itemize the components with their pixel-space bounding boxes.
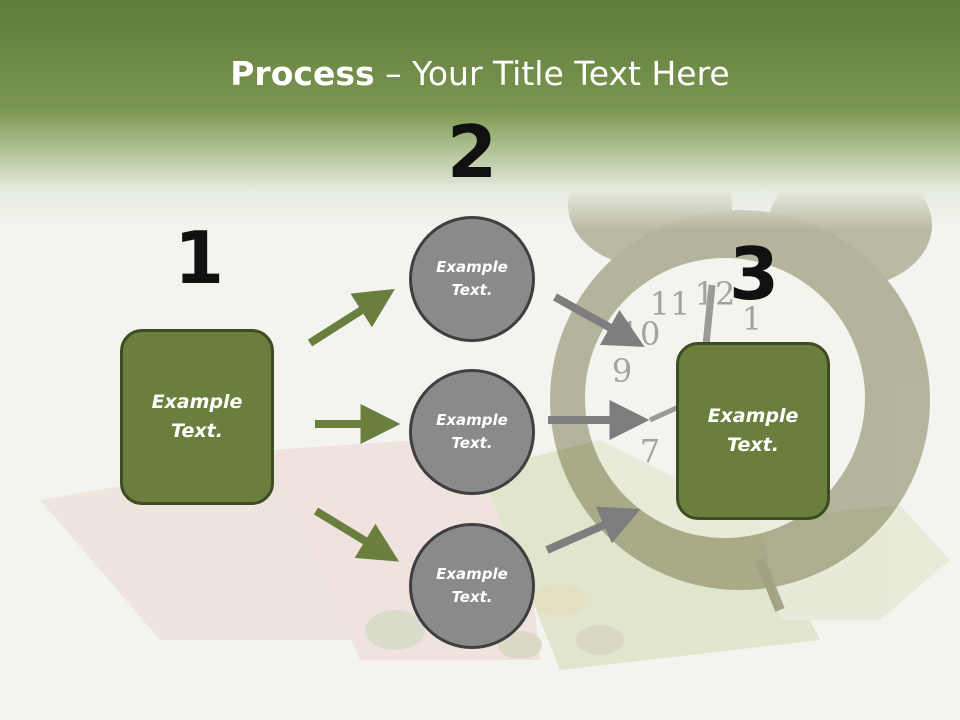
step-number-3: 3 [728, 232, 780, 316]
arrow-2-top-to-3 [553, 293, 645, 347]
clock-numeral: 1 [742, 300, 762, 338]
step-1-box: Example Text. [120, 329, 274, 505]
coin [365, 610, 425, 650]
clock-numeral: 11 [650, 285, 691, 323]
coin [576, 625, 624, 655]
coin [498, 631, 542, 659]
coin [534, 584, 586, 616]
arrow-1-to-2-top [307, 288, 395, 347]
page-title: Process – Your Title Text Here [0, 52, 960, 96]
step-3-box: Example Text. [676, 342, 830, 520]
step-2-circle-top: Example Text. [409, 216, 535, 342]
clock-numeral: 9 [612, 352, 632, 390]
step-2-circle-bottom: Example Text. [409, 523, 535, 649]
arrow-2-bottom-to-3 [545, 506, 641, 554]
step-number-2: 2 [446, 110, 498, 194]
title-bold: Process [230, 54, 375, 93]
clock-numeral: 12 [695, 275, 736, 313]
banknote [760, 505, 950, 620]
clock-leg [755, 558, 785, 612]
header-band [0, 0, 960, 230]
title-rest: – Your Title Text Here [374, 54, 730, 93]
arrow-1-to-2-bottom [313, 507, 400, 562]
step-2-circle-middle: Example Text. [409, 369, 535, 495]
clock-numeral: 7 [640, 432, 660, 470]
step-number-1: 1 [173, 216, 225, 300]
